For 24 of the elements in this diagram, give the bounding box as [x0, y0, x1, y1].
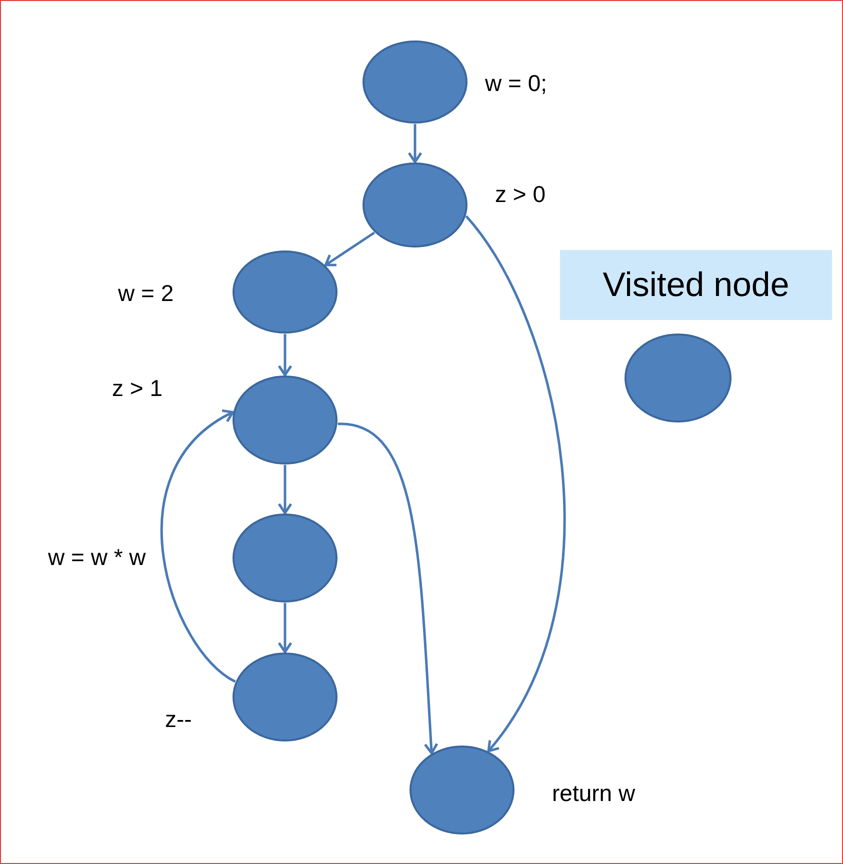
node-circle: [232, 652, 338, 742]
statement-label: w = 0;: [485, 69, 548, 98]
node-circle: [624, 333, 732, 423]
node-circle: [232, 375, 338, 465]
arrow: [278, 334, 292, 376]
node-circle: [232, 250, 338, 334]
arrow: [324, 232, 376, 266]
node-circle: [409, 745, 515, 835]
statement-label: z--: [165, 705, 192, 734]
node-circle: [362, 40, 468, 124]
statement-label: z > 1: [112, 374, 163, 403]
arrow: [278, 603, 292, 654]
node-circle: [232, 513, 338, 603]
statement-label: w = 2: [118, 279, 174, 308]
statement-label: w = w * w: [48, 543, 146, 572]
statement-label: return w: [552, 779, 636, 808]
arrow: [338, 422, 438, 754]
arrow: [465, 215, 566, 752]
node-circle: [362, 162, 468, 248]
statement-label: z > 0: [495, 180, 546, 209]
arrow: [160, 410, 236, 683]
arrow: [278, 465, 292, 514]
arrow: [408, 124, 422, 164]
legend-box: Visited node: [560, 250, 832, 320]
